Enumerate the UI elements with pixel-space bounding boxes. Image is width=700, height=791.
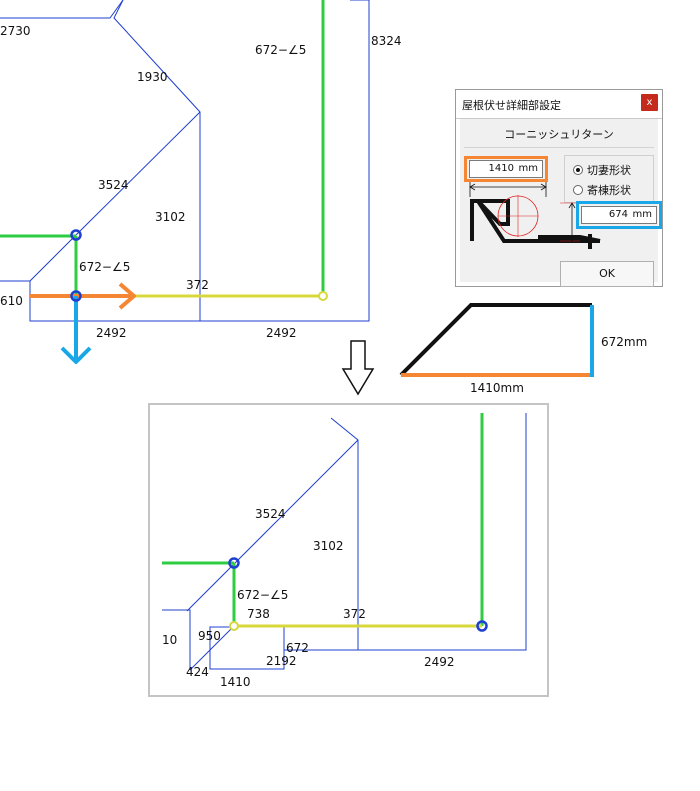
top-outline-diagonal — [29, 0, 201, 322]
width-highlight — [464, 156, 548, 182]
top-plan — [0, 0, 370, 364]
bottom-outline-right — [358, 413, 527, 651]
result-panel-frame — [148, 403, 549, 697]
dialog-subtitle: コーニッシュリターン — [504, 128, 614, 141]
radio-unselected-icon — [573, 185, 583, 195]
bottom-node-marker-yellow — [229, 621, 239, 631]
orange-arrow-head — [118, 282, 136, 310]
bottom-node-marker — [476, 620, 488, 632]
dialog-titlebar[interactable]: 屋根伏せ詳細部設定 x — [456, 90, 662, 119]
shape-radio-group: 切妻形状 寄棟形状 — [564, 155, 654, 203]
dim-label: 2492 — [96, 326, 127, 340]
dim-label: 738 — [247, 607, 270, 621]
dim-label: 2730 — [0, 24, 31, 38]
dim-label: 1930 — [137, 70, 168, 84]
bottom-diagonal-long — [186, 439, 359, 612]
top-dimension-labels: 2730 1930 672−∠5 8324 3524 3102 672−∠5 3… — [0, 24, 402, 340]
dim-label: 3524 — [98, 178, 129, 192]
dim-label: 2492 — [266, 326, 297, 340]
bottom-plan — [162, 413, 527, 671]
dim-label: 2192 — [266, 654, 297, 668]
blue-arrow-head — [60, 346, 92, 364]
bottom-node-marker — [228, 557, 240, 569]
radio-gable-label: 切妻形状 — [587, 164, 631, 177]
width-input[interactable]: 1410 mm — [469, 160, 543, 178]
dim-label: 672−∠5 — [237, 588, 288, 602]
radio-selected-icon — [573, 165, 583, 175]
preview-height-arrow-bottom — [568, 235, 576, 242]
top-node-marker — [70, 229, 82, 241]
bottom-outline-left — [162, 609, 191, 670]
close-button[interactable]: x — [641, 94, 658, 111]
height-input-unit: mm — [632, 209, 652, 220]
section-width-label: 1410mm — [470, 381, 524, 395]
dialog-title: 屋根伏せ詳細部設定 — [462, 99, 561, 112]
dim-label: 3102 — [313, 539, 344, 553]
dialog-body: コーニッシュリターン 1410 mm 切妻形状 寄棟形状 — [460, 119, 662, 287]
top-outline-hip — [0, 0, 124, 19]
bottom-outline-diagonal — [284, 417, 359, 651]
dim-label: 3102 — [155, 210, 186, 224]
dim-label: 672−∠5 — [79, 260, 130, 274]
radio-hip-label: 寄棟形状 — [587, 184, 631, 197]
bottom-dimension-labels: 3524 3102 672−∠5 738 372 10 950 672 2192… — [162, 507, 455, 689]
ok-button[interactable]: OK — [560, 261, 654, 287]
height-input[interactable]: 674 mm — [581, 206, 657, 224]
top-node-marker-yellow — [318, 291, 328, 301]
cornice-return-dialog: 屋根伏せ詳細部設定 x コーニッシュリターン 1410 mm 切妻形状 寄棟形状 — [455, 89, 663, 287]
dim-label: 2492 — [424, 655, 455, 669]
height-highlight — [576, 201, 662, 229]
dim-label: 672 — [286, 641, 309, 655]
preview-profile — [470, 199, 601, 243]
down-arrow-icon — [341, 340, 375, 396]
width-input-value: 1410 — [488, 163, 514, 174]
dim-label: 3524 — [255, 507, 286, 521]
section-profile — [399, 303, 592, 377]
section-height-label: 672mm — [601, 335, 648, 349]
dim-label: 10 — [162, 633, 177, 647]
dim-label: 1410 — [220, 675, 251, 689]
bottom-diagonal-short — [189, 626, 234, 671]
radio-hip[interactable]: 寄棟形状 — [573, 182, 631, 198]
dim-label: 372 — [343, 607, 366, 621]
section-diagram — [399, 303, 594, 377]
dim-label: 672−∠5 — [255, 43, 306, 57]
width-input-unit: mm — [518, 163, 538, 174]
dim-label: 424 — [186, 665, 209, 679]
dim-label: 372 — [186, 278, 209, 292]
dim-label: 950 — [198, 629, 221, 643]
preview-height-arrow-top — [568, 202, 576, 209]
return-preview-diagram — [469, 182, 601, 249]
dialog-separator — [464, 147, 654, 148]
height-input-value: 674 — [608, 209, 628, 220]
dim-label: 610 — [0, 294, 23, 308]
dim-label: 8324 — [371, 34, 402, 48]
top-outline-right — [200, 0, 370, 322]
radio-gable[interactable]: 切妻形状 — [573, 162, 631, 178]
top-node-marker — [70, 290, 82, 302]
